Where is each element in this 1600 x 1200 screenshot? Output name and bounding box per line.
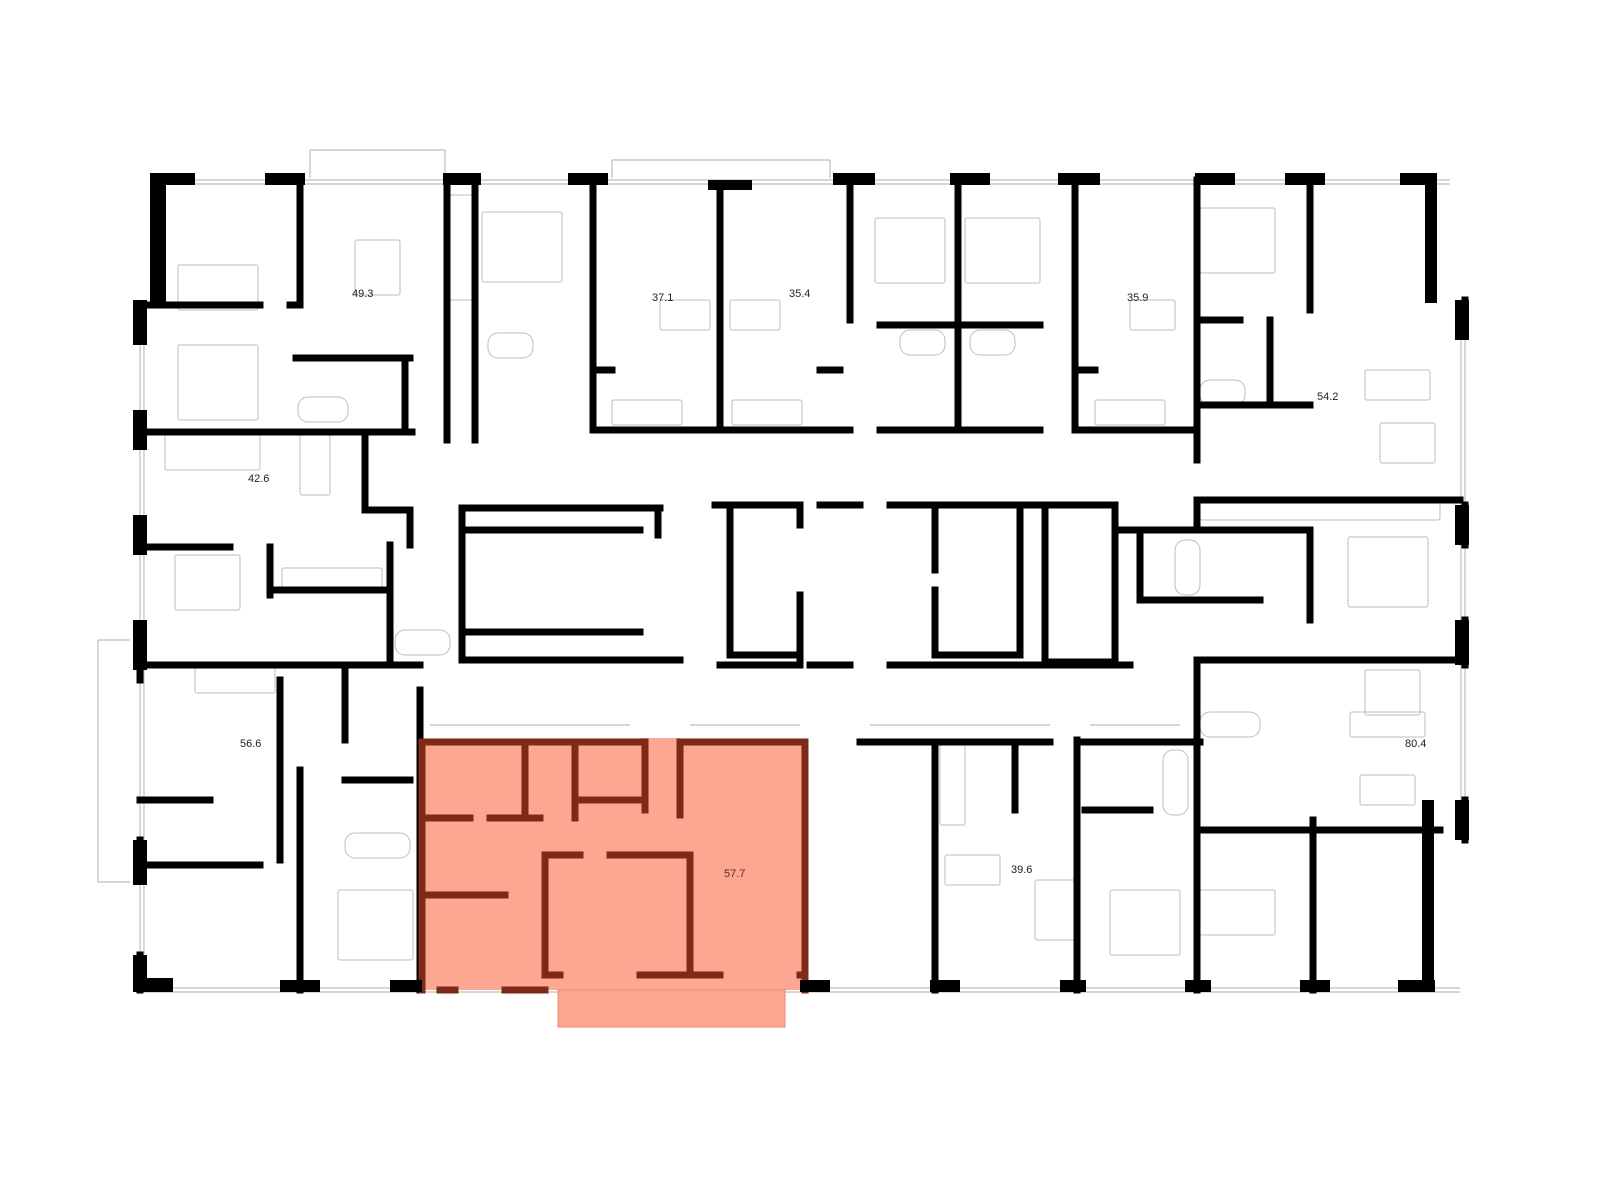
apartment-57-7-highlight[interactable] [422, 738, 805, 1028]
column-block [1195, 173, 1235, 185]
bed-fixture [1347, 536, 1429, 608]
bed-fixture [174, 554, 241, 611]
column-block [1422, 800, 1434, 990]
bathtub-fixture [969, 329, 1016, 356]
kitchen-fixture [281, 567, 383, 589]
structural-columns [133, 173, 1469, 992]
selected-apartment-walls [418, 738, 809, 994]
area-label-35-4[interactable]: 35.4 [789, 288, 810, 300]
column-block [1455, 800, 1469, 840]
area-label-42-6[interactable]: 42.6 [248, 473, 269, 485]
bathtub-fixture [394, 629, 451, 656]
column-block [133, 300, 147, 345]
area-label-35-9[interactable]: 35.9 [1127, 292, 1148, 304]
column-block [133, 840, 147, 885]
column-block [568, 173, 608, 185]
bed-fixture [337, 889, 414, 961]
column-block [265, 173, 305, 185]
sofa-fixture [164, 429, 261, 471]
selected-apartment-area[interactable] [422, 742, 805, 990]
column-block [1455, 300, 1469, 340]
bed-fixture [481, 211, 563, 283]
bed-fixture [1199, 889, 1276, 936]
bed-fixture [1109, 889, 1181, 956]
column-block [833, 173, 875, 185]
column-block [133, 620, 147, 670]
kitchen-fixture [611, 399, 683, 426]
column-block [1425, 173, 1437, 303]
kitchen-fixture [194, 667, 276, 694]
bathtub-fixture [487, 332, 534, 359]
area-label-37-1[interactable]: 37.1 [652, 292, 673, 304]
column-block [1060, 980, 1086, 992]
table-fixture [1379, 422, 1436, 464]
column-block [1058, 173, 1100, 185]
table-fixture [729, 299, 781, 331]
table-fixture [944, 854, 1001, 886]
column-block [133, 978, 173, 992]
entrance-hall-opening [640, 738, 680, 744]
bathtub-fixture [344, 832, 411, 859]
furniture-fixtures [164, 194, 1441, 961]
column-block [133, 410, 147, 450]
area-label-49-3[interactable]: 49.3 [352, 288, 373, 300]
sofa-fixture [1349, 711, 1426, 738]
bed-fixture [177, 344, 259, 421]
column-block [443, 173, 481, 185]
bed-fixture [964, 217, 1041, 284]
sofa-fixture [1034, 879, 1076, 941]
column-block [133, 515, 147, 555]
table-fixture [659, 299, 711, 331]
bed-fixture [177, 264, 259, 311]
bathtub-fixture [1199, 711, 1261, 738]
kitchen-fixture [1094, 399, 1166, 426]
area-label-56-6[interactable]: 56.6 [240, 738, 261, 750]
bathtub-fixture [1199, 379, 1246, 406]
column-block [1300, 980, 1330, 992]
column-block [1185, 980, 1211, 992]
column-block [800, 980, 830, 992]
area-label-54-2[interactable]: 54.2 [1317, 391, 1338, 403]
table-fixture [299, 434, 331, 496]
bathtub-fixture [1174, 539, 1201, 596]
column-block [708, 180, 752, 190]
column-block [280, 980, 320, 992]
table-fixture [354, 239, 401, 296]
area-labels: 49.3 37.1 35.4 35.9 54.2 42.6 56.6 57.7 … [240, 288, 1426, 880]
column-block [1455, 620, 1469, 665]
kitchen-fixture [449, 194, 476, 301]
bathtub-fixture [1162, 749, 1189, 816]
table-fixture [1129, 299, 1176, 331]
selected-apartment-balcony[interactable] [557, 989, 786, 1028]
walls [136, 176, 1469, 994]
column-block [1285, 173, 1325, 185]
bathtub-fixture [899, 329, 946, 356]
area-label-57-7[interactable]: 57.7 [724, 868, 745, 880]
column-block [950, 173, 990, 185]
column-block [150, 173, 166, 303]
column-block [390, 980, 422, 992]
column-block [930, 980, 960, 992]
sofa-fixture [1364, 669, 1421, 716]
column-block [1455, 505, 1469, 545]
kitchen-fixture [731, 399, 803, 426]
sofa-fixture [1364, 369, 1431, 401]
bed-fixture [874, 217, 946, 284]
area-label-39-6[interactable]: 39.6 [1011, 864, 1032, 876]
bathtub-fixture [297, 396, 349, 423]
table-fixture [1359, 774, 1416, 806]
kitchen-fixture [939, 744, 966, 826]
area-label-80-4[interactable]: 80.4 [1405, 738, 1426, 750]
bed-fixture [1199, 207, 1276, 274]
